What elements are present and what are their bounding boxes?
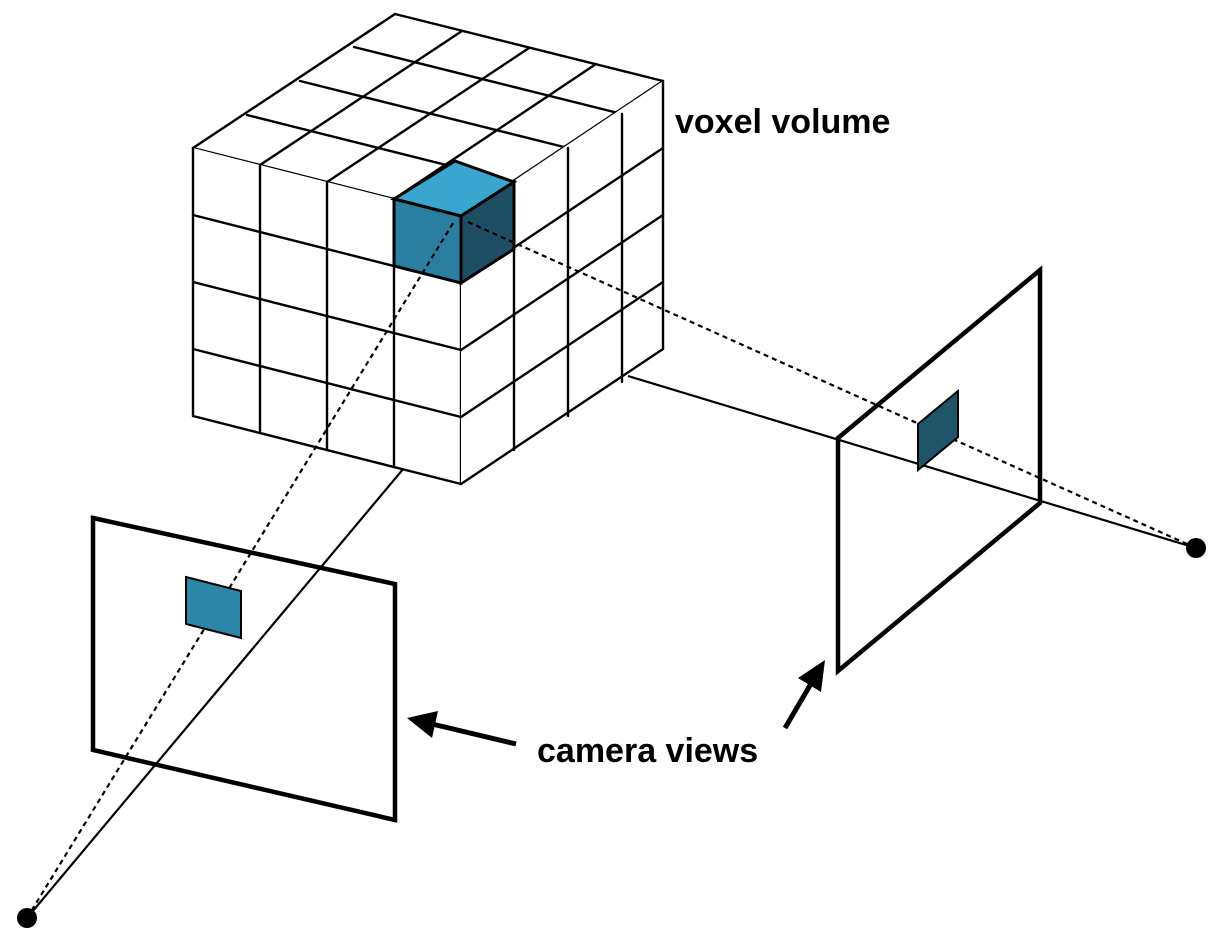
right-camera-center bbox=[1186, 538, 1206, 558]
left-camera-image-plane bbox=[90, 515, 398, 823]
arrow-to-right-plane bbox=[782, 660, 825, 730]
voxel-side-face bbox=[459, 179, 516, 286]
voxel-volume-label: voxel volume bbox=[675, 103, 890, 141]
camera-views-label: camera views bbox=[537, 732, 758, 770]
right-projected-voxel bbox=[917, 388, 959, 473]
arrow-to-left-plane bbox=[407, 711, 517, 747]
left-projected-voxel bbox=[185, 575, 242, 640]
left-projection-ray bbox=[26, 219, 456, 919]
left-camera-optical-axis bbox=[26, 467, 405, 919]
left-camera-center bbox=[17, 908, 37, 928]
right-camera-optical-axis bbox=[627, 374, 1197, 550]
right-projection-ray bbox=[467, 220, 1197, 550]
right-camera-image-plane bbox=[835, 265, 1043, 676]
highlighted-voxel bbox=[390, 159, 518, 286]
